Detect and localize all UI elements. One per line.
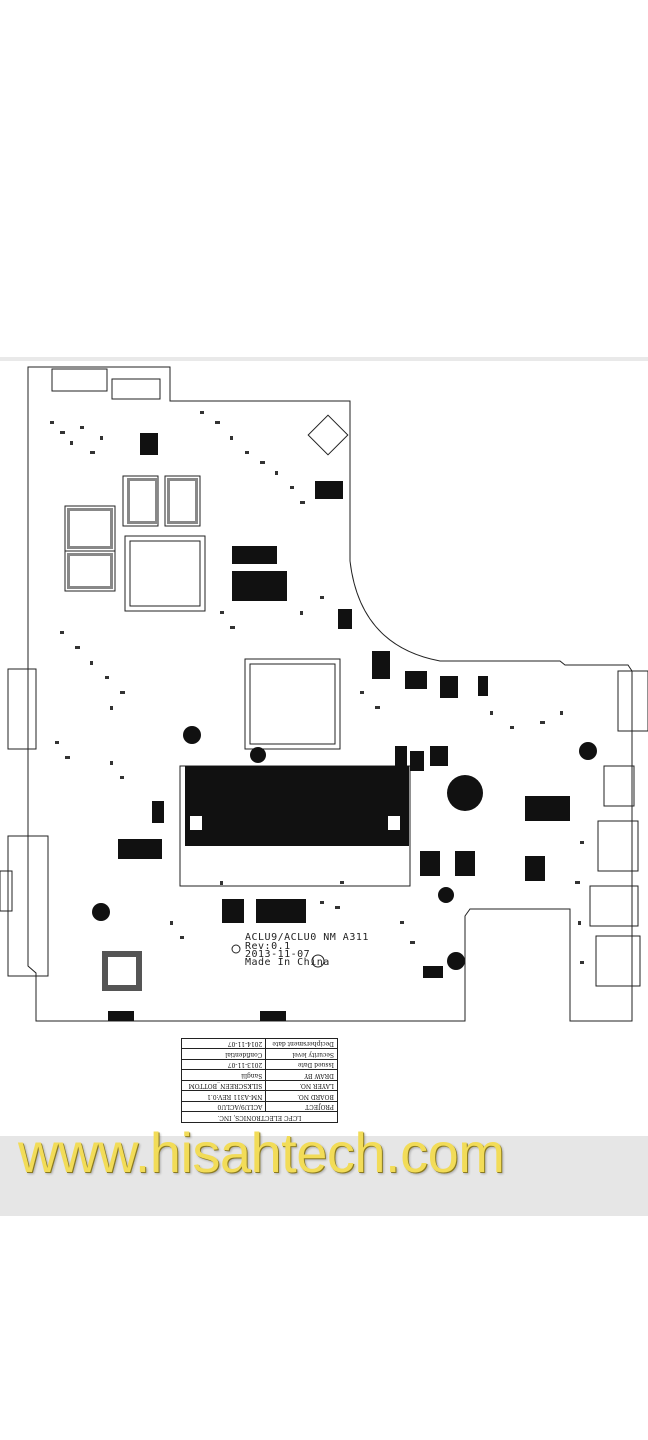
table-row: LAYER NO. SILKSCREEN_BOTTOM — [181, 1080, 338, 1091]
title-block-label: BOARD NO. — [265, 1091, 338, 1102]
pch-package — [244, 658, 341, 750]
top-connector-1 — [51, 368, 108, 392]
table-row: BOARD NO. NM-A311 REV:0.1 — [181, 1091, 338, 1102]
right-usb-1 — [597, 820, 639, 872]
title-block-value: 2014-11-07 — [181, 1038, 266, 1049]
title-block-label: Security level — [265, 1049, 338, 1060]
board-outline — [27, 366, 633, 1022]
top-divider — [0, 357, 648, 361]
right-usb-2 — [589, 885, 639, 927]
title-block-value: NM-A311 REV:0.1 — [181, 1091, 266, 1102]
table-row: Issued Date 2013-11-07 — [181, 1059, 338, 1070]
right-connector-top — [617, 670, 648, 732]
board-label-line1: ACLU9/ACLU0 NM A311 — [245, 932, 369, 943]
cpu-package — [124, 535, 206, 612]
title-block-table: LCFC ELECTRONICS, INC. PROJECT ACLU9/ACL… — [181, 1038, 338, 1123]
title-block-label: Issued Date — [265, 1059, 338, 1070]
watermark-banner — [0, 1136, 648, 1216]
title-block-value: Confidential — [181, 1049, 266, 1060]
board-label-line4: Made In China — [245, 957, 330, 968]
board-label-line2: Rev:0.1 — [245, 941, 291, 952]
title-block-label: LAYER NO. — [265, 1080, 338, 1091]
left-connector-1 — [7, 668, 37, 750]
title-block-value: SILKSCREEN_BOTTOM — [181, 1080, 266, 1091]
table-row: Security level Confidential — [181, 1049, 338, 1060]
title-block-label: PROJECT — [265, 1101, 338, 1112]
pb-free-logo — [311, 954, 325, 968]
board-silkscreen-diagram — [0, 366, 648, 1022]
right-usb-3 — [595, 935, 641, 987]
table-row: PROJECT ACLU9/ACLU0 — [181, 1101, 338, 1112]
top-connector-2 — [111, 378, 161, 400]
table-row: Deciphersment date 2014-11-07 — [181, 1038, 338, 1049]
left-connector-2 — [7, 835, 49, 977]
table-row: DRAW BY Sanglii — [181, 1070, 338, 1081]
title-block-value: Sanglii — [181, 1070, 266, 1081]
watermark-text: www.hisahtech.com — [18, 1121, 505, 1184]
board-label-line3: 2013-11-07 — [245, 949, 311, 960]
recycle-logo — [231, 944, 241, 954]
title-block-value: ACLU9/ACLU0 — [181, 1101, 266, 1112]
memory-slot — [185, 766, 409, 846]
title-block-value: 2013-11-07 — [181, 1059, 266, 1070]
title-block-label: DRAW BY — [265, 1070, 338, 1081]
title-block-label: Deciphersment date — [265, 1038, 338, 1049]
